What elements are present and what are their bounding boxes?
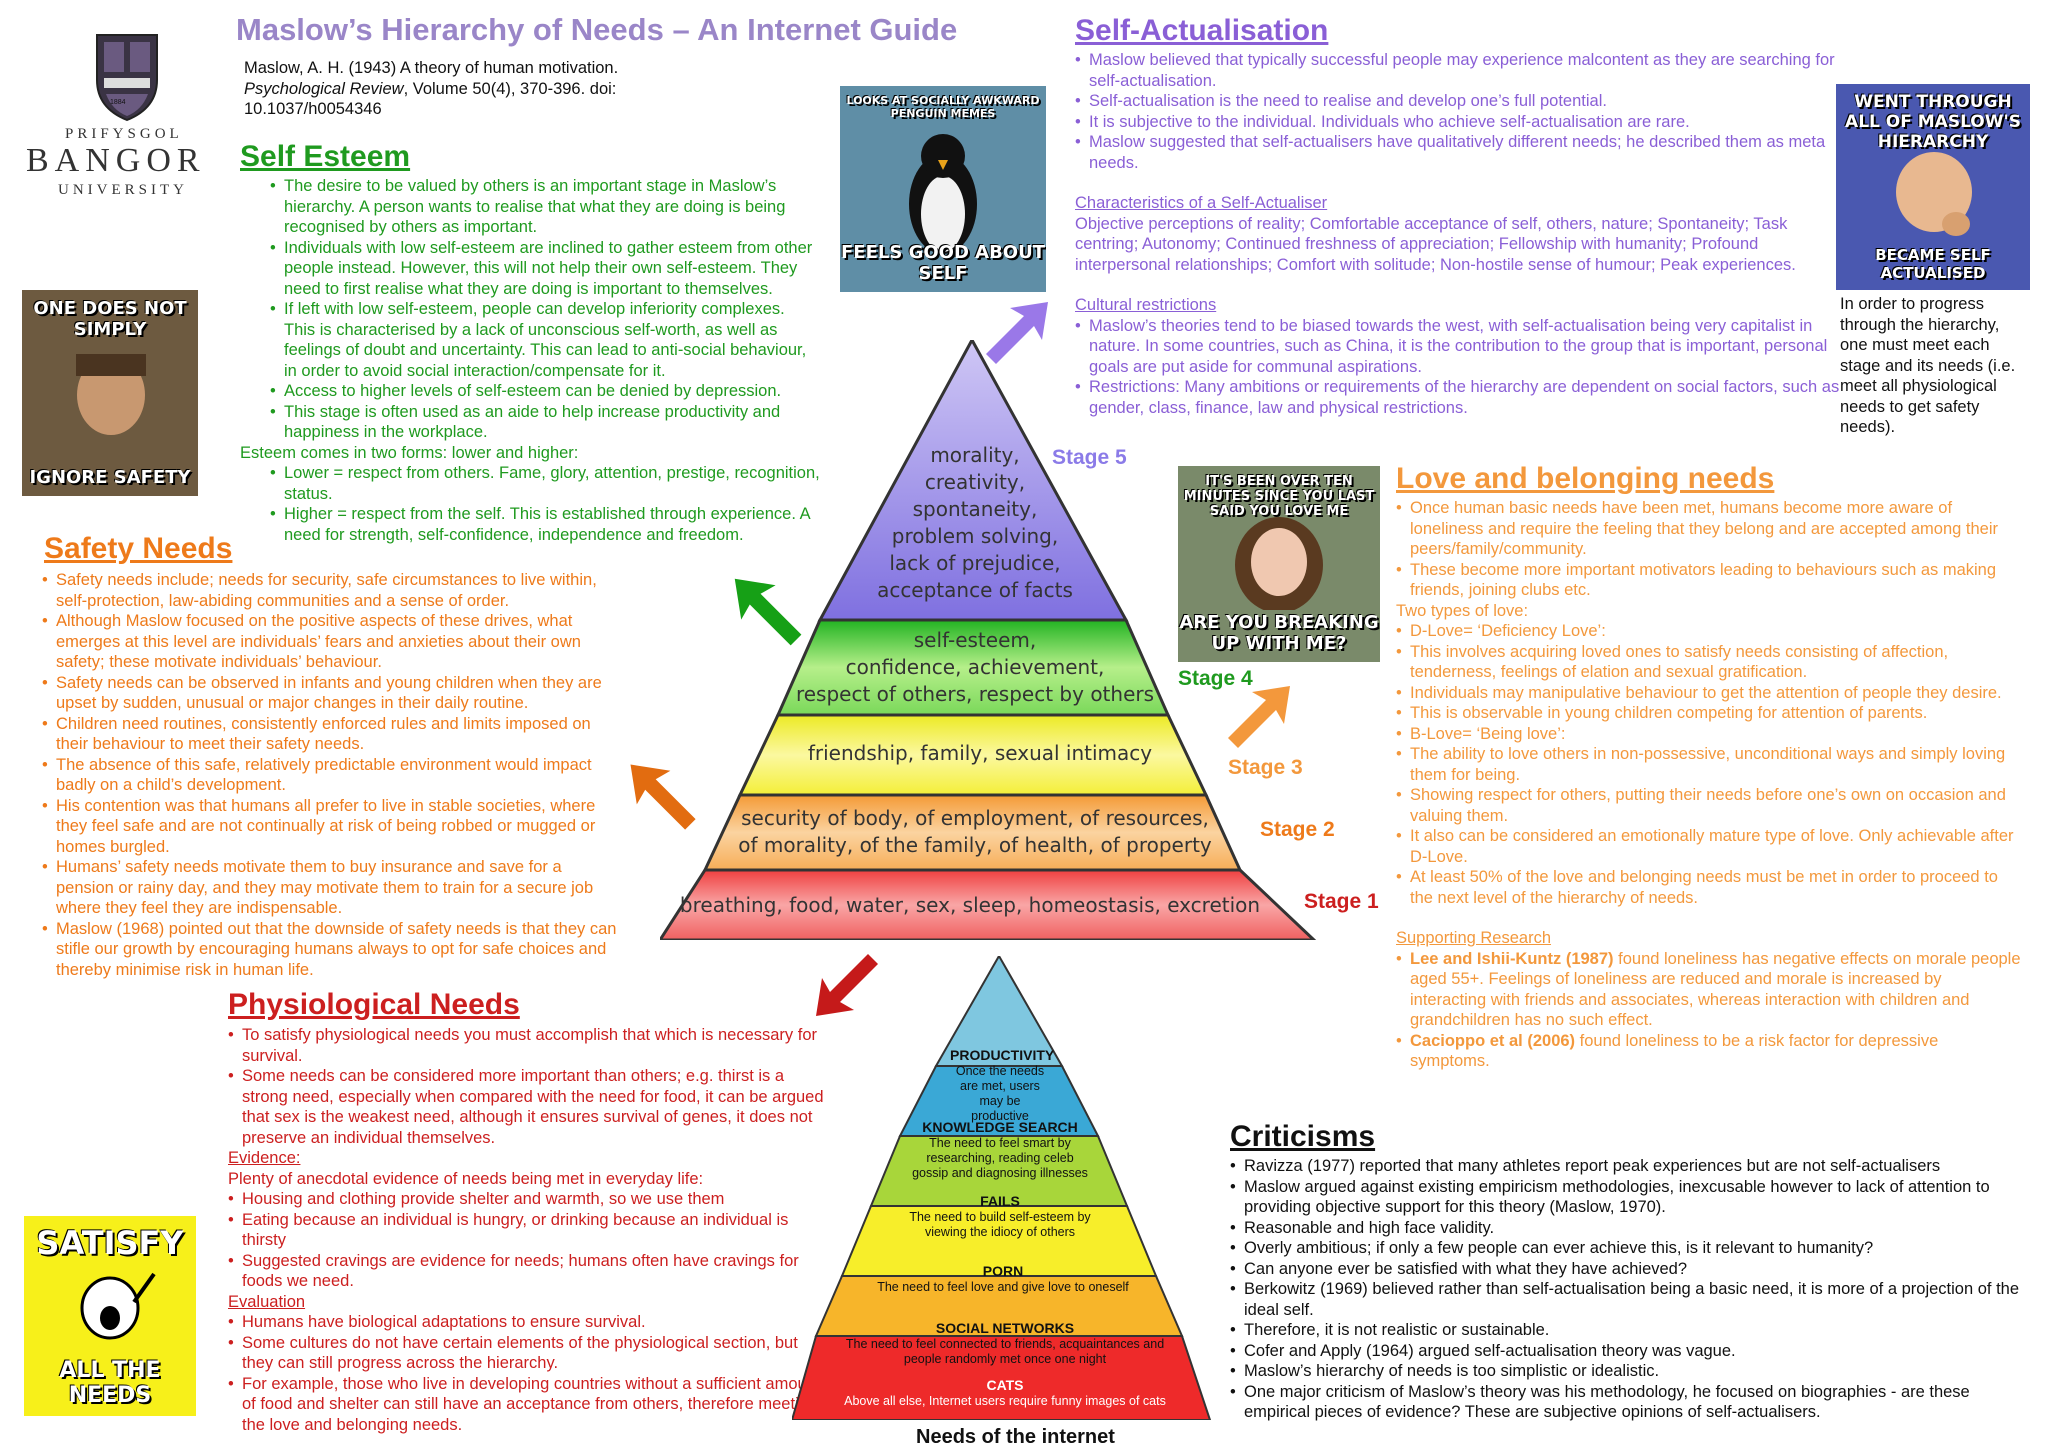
internet-pyramid: [792, 956, 1212, 1420]
stick-figure-icon: [80, 1272, 156, 1340]
penguin-meme: LOOKS AT SOCIALLY AWKWARD PENGUIN MEMES …: [840, 86, 1046, 292]
all-the-needs-meme: SATISFY ALL THE NEEDS: [24, 1216, 196, 1416]
cultural-bullets: Maslow’s theories tend to be biased towa…: [1075, 316, 1845, 419]
safety-bullets: Safety needs include; needs for security…: [42, 570, 622, 980]
logo-main: BANGOR: [26, 142, 206, 179]
arrow-up-left-icon: [734, 578, 802, 646]
pyramid-text-level-2: security of body, of employment, of reso…: [738, 806, 1212, 857]
boromir-meme: ONE DOES NOT SIMPLY IGNORE SAFETY: [22, 290, 198, 496]
characteristics-heading: Characteristics of a Self-Actualiser: [1075, 194, 1328, 212]
evidence-intro: Plenty of anecdotal evidence of needs be…: [228, 1169, 704, 1188]
love-types-intro: Two types of love:: [1396, 601, 1529, 620]
logo-top: PRIFYSGOL: [65, 126, 183, 142]
safety-section: Safety needs include; needs for security…: [42, 570, 622, 980]
self-actualisation-heading: Self-Actualisation: [1075, 14, 1329, 47]
internet-level-cats: [792, 1335, 1212, 1420]
baby-icon: [1896, 152, 1972, 236]
self-esteem-bullets: The desire to be valued by others is an …: [240, 176, 820, 443]
face-icon: [1235, 517, 1323, 610]
physiological-heading: Physiological Needs: [228, 988, 520, 1021]
esteem-forms: Lower = respect from others. Fame, glory…: [240, 463, 820, 545]
evaluation-heading: Evaluation: [228, 1292, 306, 1311]
pyramid-text-level-5: morality, creativity, spontaneity, probl…: [877, 443, 1073, 602]
stage-3-label: Stage 3: [1228, 756, 1303, 779]
love-bullets-2: D-Love= ‘Deficiency Love’: This involves…: [1396, 621, 2021, 908]
research-heading: Supporting Research: [1396, 929, 1552, 947]
progress-note: In order to progress through the hierarc…: [1840, 295, 2016, 436]
success-kid-meme: WENT THROUGH ALL OF MASLOW'S HIERARCHY B…: [1836, 84, 2030, 290]
pyramid-level-1: [660, 868, 1317, 940]
face-icon: [76, 354, 146, 435]
girlfriend-meme: IT'S BEEN OVER TEN MINUTES SINCE YOU LAS…: [1178, 466, 1380, 662]
self-actualisation-section: Maslow believed that typically successfu…: [1075, 50, 1845, 418]
arrow-up-right-icon: [986, 302, 1048, 364]
physiological-bullets: To satisfy physiological needs you must …: [228, 1025, 828, 1148]
arrow-right-icon: [1228, 686, 1290, 748]
self-actualisation-bullets: Maslow believed that typically successfu…: [1075, 50, 1845, 173]
criticisms-bullets: Ravizza (1977) reported that many athlet…: [1230, 1156, 2030, 1423]
pyramid-text-level-3: friendship, family, sexual intimacy: [807, 741, 1153, 765]
university-logo: 1884 PRIFYSGOL BANGOR UNIVERSITY: [20, 30, 240, 200]
love-heading: Love and belonging needs: [1396, 462, 1775, 495]
safety-heading: Safety Needs: [44, 532, 233, 565]
self-esteem-section: The desire to be valued by others is an …: [240, 176, 820, 545]
pyramid-text-level-4: self-esteem, confidence, achievement, re…: [795, 628, 1155, 706]
physiological-section: To satisfy physiological needs you must …: [228, 1025, 828, 1435]
characteristics-text: Objective perceptions of reality; Comfor…: [1075, 214, 1796, 274]
esteem-forms-intro: Esteem comes in two forms: lower and hig…: [240, 443, 579, 462]
reference: Maslow, A. H. (1943) A theory of human m…: [244, 59, 619, 118]
evidence-heading: Evidence:: [228, 1149, 301, 1167]
penguin-icon: [909, 134, 977, 254]
criticisms-section: Ravizza (1977) reported that many athlet…: [1230, 1156, 2030, 1423]
arrow-left-icon: [630, 764, 696, 830]
research-bullets: Lee and Ishii-Kuntz (1987) found lonelin…: [1396, 949, 2021, 1072]
page-title: Maslow’s Hierarchy of Needs – An Interne…: [236, 12, 958, 47]
logo-year: 1884: [110, 99, 126, 106]
criticisms-heading: Criticisms: [1230, 1120, 1376, 1153]
self-esteem-heading: Self Esteem: [240, 140, 411, 173]
cultural-heading: Cultural restrictions: [1075, 296, 1217, 314]
pyramid-text-level-1: breathing, food, water, sex, sleep, home…: [679, 893, 1261, 917]
stage-1-label: Stage 1: [1304, 890, 1379, 913]
evidence-bullets: Housing and clothing provide shelter and…: [228, 1189, 828, 1292]
love-bullets-1: Once human basic needs have been met, hu…: [1396, 498, 2021, 601]
logo-bottom: UNIVERSITY: [58, 182, 188, 198]
love-section: Once human basic needs have been met, hu…: [1396, 498, 2021, 1072]
maslow-pyramid: [660, 340, 1317, 940]
stage-4-label: Stage 4: [1178, 667, 1253, 690]
crest-icon: [96, 34, 158, 122]
arrow-down-left-icon: [816, 954, 878, 1016]
stage-5-label: Stage 5: [1052, 446, 1127, 469]
evaluation-bullets: Humans have biological adaptations to en…: [228, 1312, 828, 1435]
stage-2-label: Stage 2: [1260, 818, 1335, 841]
internet-pyramid-caption: Needs of the internet: [916, 1426, 1115, 1448]
